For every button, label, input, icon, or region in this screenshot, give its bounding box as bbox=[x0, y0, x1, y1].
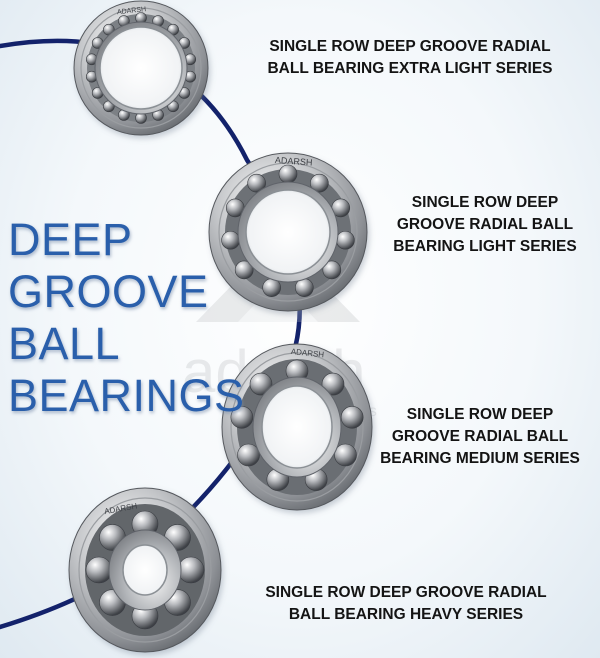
bearing-light: ADARSH bbox=[208, 152, 368, 312]
brand-mark: ADARSH bbox=[290, 347, 324, 359]
headline-line: BEARINGS bbox=[8, 370, 245, 421]
caption-line: SINGLE ROW DEEP bbox=[411, 194, 559, 211]
bearing-ball bbox=[334, 443, 357, 467]
bearing-heavy: ADARSH bbox=[68, 487, 222, 653]
brand-mark: ADARSH bbox=[117, 6, 147, 16]
caption-line: SINGLE ROW DEEP GROOVE RADIAL bbox=[265, 584, 547, 601]
bearing-medium: ADARSH bbox=[221, 343, 373, 511]
caption-light-series: SINGLE ROW DEEP GROOVE RADIAL BALL BEARI… bbox=[370, 192, 600, 258]
bearing-ball bbox=[234, 260, 254, 280]
caption-line: SINGLE ROW DEEP GROOVE RADIAL bbox=[269, 38, 551, 55]
headline-line: DEEP bbox=[8, 214, 133, 265]
bearing-ball bbox=[310, 173, 329, 193]
bearing-ball bbox=[321, 372, 345, 396]
caption-extra-light-series: SINGLE ROW DEEP GROOVE RADIAL BALL BEARI… bbox=[230, 36, 590, 80]
caption-heavy-series: SINGLE ROW DEEP GROOVE RADIAL BALL BEARI… bbox=[222, 582, 590, 626]
caption-line: BALL BEARING EXTRA LIGHT SERIES bbox=[267, 60, 553, 77]
bearing-ball bbox=[247, 173, 266, 193]
caption-line: GROOVE RADIAL BALL bbox=[396, 216, 574, 233]
bearing-ball bbox=[177, 556, 205, 584]
headline-line: GROOVE bbox=[8, 266, 209, 317]
caption-line: SINGLE ROW DEEP bbox=[406, 406, 554, 423]
caption-line: BALL BEARING HEAVY SERIES bbox=[288, 606, 524, 623]
bearing-ball bbox=[230, 405, 254, 429]
headline: DEEP GROOVE BALL BEARINGS bbox=[8, 214, 245, 422]
caption-line: GROOVE RADIAL BALL bbox=[391, 428, 569, 445]
brand-mark: ADARSH bbox=[275, 155, 313, 168]
headline-line: BALL bbox=[8, 318, 121, 369]
bearing-ball bbox=[278, 164, 298, 184]
caption-line: BEARING LIGHT SERIES bbox=[393, 238, 577, 255]
bearing-ball bbox=[249, 372, 273, 396]
bearing-ball bbox=[237, 443, 260, 467]
bearing-ball bbox=[322, 260, 342, 280]
bearing-ball bbox=[85, 556, 113, 584]
caption-line: BEARING MEDIUM SERIES bbox=[380, 450, 580, 467]
bearing-extra-light: ADARSH bbox=[73, 0, 209, 136]
bearing-ball bbox=[340, 405, 364, 429]
bearing-ball bbox=[336, 230, 355, 250]
caption-medium-series: SINGLE ROW DEEP GROOVE RADIAL BALL BEARI… bbox=[358, 404, 600, 470]
